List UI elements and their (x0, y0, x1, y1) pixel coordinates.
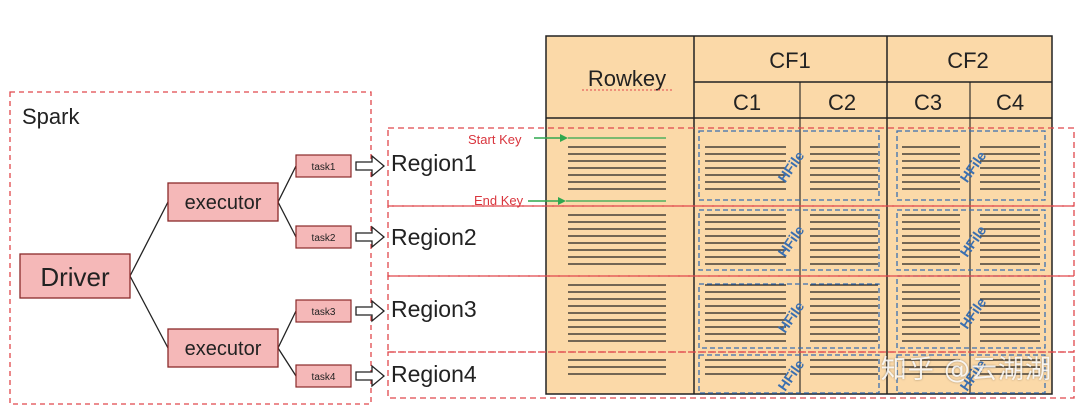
executor-label-2: executor (185, 338, 262, 360)
hfile-box (698, 130, 880, 201)
task-arrows (355, 154, 386, 388)
arrow-icon (558, 197, 566, 205)
arrow-icon (355, 299, 386, 323)
task-box-3 (295, 299, 352, 323)
c2-header: C2 (828, 90, 856, 115)
task-label-1: task1 (312, 162, 336, 173)
task-label-2: task2 (312, 233, 336, 244)
region-band-2 (387, 205, 1075, 277)
start-key-label: Start Key (468, 132, 522, 147)
end-key-label: End Key (474, 193, 524, 208)
region-label-2: Region2 (391, 224, 477, 250)
task-label-3: task3 (312, 307, 336, 318)
c3-header: C3 (914, 90, 942, 115)
hfile-box (896, 354, 1046, 394)
cf2-header: CF2 (947, 48, 989, 73)
region-label-1: Region1 (391, 150, 477, 176)
watermark: 知乎 @云湖湖 (880, 355, 1052, 385)
hfile-box (698, 283, 880, 349)
c1-header: C1 (733, 90, 761, 115)
hfile-box (698, 354, 880, 394)
arrow-icon (560, 134, 568, 142)
spark-boundary (9, 91, 372, 405)
task-label-4: task4 (312, 372, 336, 383)
spark-title: Spark (22, 104, 80, 129)
c4-header: C4 (996, 90, 1024, 115)
region-bands (387, 127, 1075, 399)
hfile-box (896, 130, 1046, 201)
arrow-icon (355, 225, 386, 249)
hfile-box (896, 209, 1046, 271)
table-grid (546, 36, 1052, 394)
task-box-4 (295, 364, 352, 388)
executor-label-1: executor (185, 192, 262, 214)
rowkey-header: Rowkey (588, 66, 666, 91)
task-box-2 (295, 225, 352, 249)
arrow-icon (355, 154, 386, 178)
region-band-1 (387, 127, 1075, 207)
task-box-1 (295, 154, 352, 178)
executor-box-1 (167, 182, 279, 222)
executor-box-2 (167, 328, 279, 368)
driver-label: Driver (40, 262, 110, 292)
hfile-box (698, 209, 880, 271)
arrow-icon (355, 364, 386, 388)
row-lines (568, 146, 1040, 375)
driver-box (19, 253, 131, 299)
region-band-4 (387, 351, 1075, 399)
tree-connectors (129, 165, 297, 377)
cf1-header: CF1 (769, 48, 811, 73)
region-label-3: Region3 (391, 296, 477, 322)
region-label-4: Region4 (391, 361, 477, 387)
